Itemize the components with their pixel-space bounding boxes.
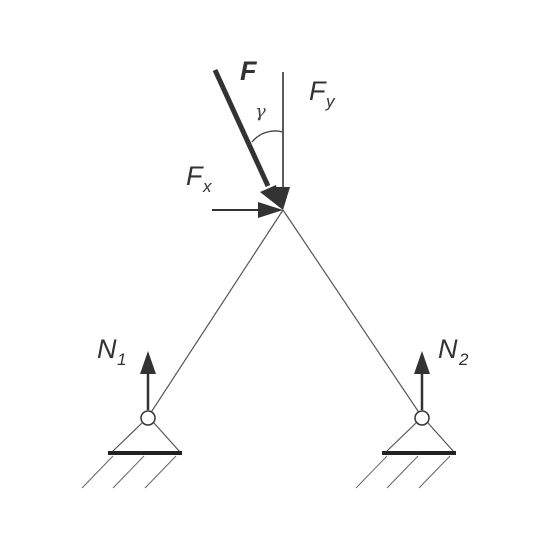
force-fx-arrow (212, 202, 283, 218)
force-f-label: F (240, 56, 258, 86)
svg-text:N: N (97, 334, 117, 364)
force-f-arrow (212, 68, 283, 210)
angle-gamma-label: γ (255, 101, 266, 122)
force-fx-label: F x (186, 161, 212, 196)
reaction-n1-arrow (140, 351, 156, 410)
pin-support-icon (355, 410, 456, 489)
reaction-n2-arrow (414, 351, 430, 410)
svg-text:y: y (325, 92, 336, 111)
svg-text:N: N (438, 334, 458, 364)
svg-text:2: 2 (458, 350, 469, 369)
svg-text:F: F (186, 161, 204, 191)
left-member (147, 209, 284, 418)
pin-support-icon (81, 410, 182, 489)
svg-text:1: 1 (117, 350, 126, 369)
force-fy-arrow (276, 72, 290, 210)
svg-text:x: x (202, 177, 212, 196)
right-member (282, 209, 423, 418)
reaction-n2-label: N 2 (438, 334, 469, 369)
svg-text:F: F (309, 76, 327, 106)
angle-gamma-arc (251, 130, 284, 143)
reaction-n1-label: N 1 (97, 334, 126, 369)
force-fy-label: F y (309, 76, 336, 111)
